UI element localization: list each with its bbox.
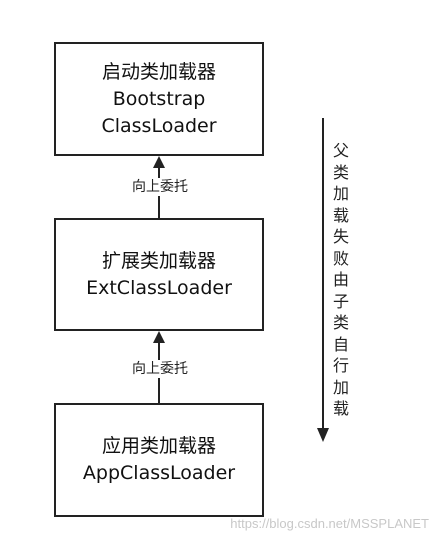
app-classloader-box: 应用类加载器 AppClassLoader bbox=[54, 403, 264, 517]
bootstrap-box-label-line3: ClassLoader bbox=[101, 114, 217, 137]
app-box-label-en: AppClassLoader bbox=[82, 462, 236, 484]
ext-box-label-en: ExtClassLoader bbox=[86, 276, 232, 299]
downward-arrowhead bbox=[317, 428, 329, 442]
ext-to-bootstrap-edge-label: 向上委托 bbox=[94, 178, 226, 196]
bootstrap-box-label-line2: Bootstrap bbox=[112, 87, 206, 110]
watermark-text: https://blog.csdn.net/MSSPLANET bbox=[230, 516, 429, 531]
bootstrap-box-label-cn: 启动类加载器 bbox=[101, 60, 216, 83]
app-box-label-cn: 应用类加载器 bbox=[101, 435, 216, 457]
bootstrap-classloader-box: 启动类加载器 Bootstrap ClassLoader bbox=[54, 42, 264, 156]
ext-box-label-cn: 扩展类加载器 bbox=[101, 249, 216, 272]
downward-arrow bbox=[317, 118, 329, 442]
ext-to-bootstrap-arrowhead bbox=[153, 156, 165, 168]
app-to-ext-arrowhead bbox=[153, 331, 165, 343]
side-note-vertical-text: 父类加载失败由子类自行加载 bbox=[332, 141, 349, 418]
ext-classloader-box: 扩展类加载器 ExtClassLoader bbox=[54, 218, 264, 331]
app-to-ext-edge-label: 向上委托 bbox=[94, 360, 226, 378]
